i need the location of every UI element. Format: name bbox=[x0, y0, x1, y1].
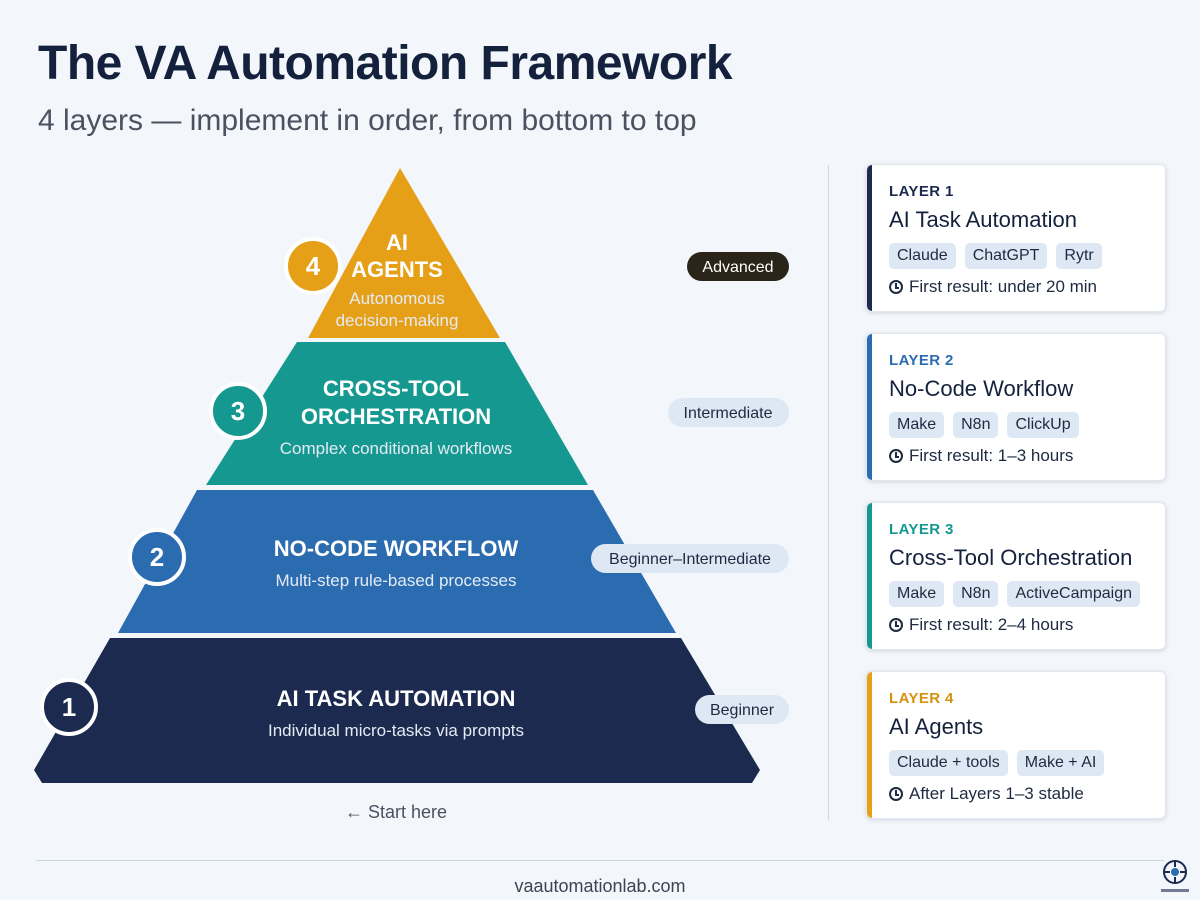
page-title: The VA Automation Framework bbox=[38, 37, 733, 90]
clock-icon bbox=[889, 280, 903, 294]
layer-3-card: LAYER 3 Cross-Tool Orchestration Make N8… bbox=[866, 502, 1166, 650]
tool-chip: Rytr bbox=[1056, 243, 1102, 269]
tool-chips: Make N8n ActiveCampaign bbox=[889, 581, 1140, 607]
tool-chip: N8n bbox=[953, 581, 999, 607]
card-time-text: First result: 1–3 hours bbox=[909, 446, 1074, 465]
tool-chips: Claude ChatGPT Rytr bbox=[889, 243, 1102, 269]
tool-chip: Claude + tools bbox=[889, 750, 1008, 776]
layer-1-description: Individual micro-tasks via prompts bbox=[268, 721, 524, 740]
card-title: Cross-Tool Orchestration bbox=[889, 545, 1133, 570]
layer-4-number: 4 bbox=[306, 251, 321, 281]
card-time-text: First result: 2–4 hours bbox=[909, 615, 1074, 634]
layer-4-title-line2: AGENTS bbox=[351, 257, 443, 282]
card-time-text: First result: under 20 min bbox=[909, 277, 1098, 296]
card-title: AI Agents bbox=[889, 714, 984, 739]
layer-4-description-line1: Autonomous bbox=[349, 289, 444, 308]
card-time: First result: 1–3 hours bbox=[889, 446, 1073, 466]
layer-3-title-line1: CROSS-TOOL bbox=[323, 376, 469, 401]
layer-3-number: 3 bbox=[231, 396, 245, 426]
level-badge-beginner: Beginner bbox=[695, 695, 789, 724]
card-title: No-Code Workflow bbox=[889, 376, 1074, 401]
layer-2-title: NO-CODE WORKFLOW bbox=[274, 536, 519, 561]
layer-1-title: AI TASK AUTOMATION bbox=[277, 686, 516, 711]
layer-3-number-badge: 3 bbox=[209, 382, 267, 440]
clock-icon bbox=[889, 787, 903, 801]
card-accent-bar bbox=[867, 672, 872, 818]
level-badge-intermediate: Intermediate bbox=[668, 398, 789, 427]
tool-chip: N8n bbox=[953, 412, 999, 438]
card-layer-label: LAYER 2 bbox=[889, 352, 954, 369]
level-label-advanced: Advanced bbox=[702, 259, 773, 276]
tool-chip: Make + AI bbox=[1016, 750, 1105, 776]
level-label-beginner: Beginner bbox=[710, 702, 775, 719]
layer-1-number-badge: 1 bbox=[40, 678, 98, 736]
footer-divider bbox=[36, 860, 1164, 861]
tool-chips: Make N8n ClickUp bbox=[889, 412, 1079, 438]
page-subtitle: 4 layers — implement in order, from bott… bbox=[38, 104, 697, 137]
layer-2-description: Multi-step rule-based processes bbox=[276, 571, 517, 590]
tool-chip: ActiveCampaign bbox=[1007, 581, 1140, 607]
card-time: After Layers 1–3 stable bbox=[889, 784, 1084, 804]
start-here-hint: ← Start here bbox=[345, 802, 447, 822]
layer-1-card: LAYER 1 AI Task Automation Claude ChatGP… bbox=[866, 164, 1166, 312]
layer-1-number: 1 bbox=[62, 692, 76, 722]
card-accent-bar bbox=[867, 165, 872, 311]
layer-3-title-line2: ORCHESTRATION bbox=[301, 404, 491, 429]
clock-icon bbox=[889, 449, 903, 463]
layer-4-description-line2: decision-making bbox=[336, 311, 459, 330]
level-badge-beginner-intermediate: Beginner–Intermediate bbox=[591, 544, 789, 573]
tool-chip: Make bbox=[889, 412, 945, 438]
tool-chip: ClickUp bbox=[1007, 412, 1079, 438]
card-layer-label: LAYER 1 bbox=[889, 183, 954, 200]
layer-4-title-line1: AI bbox=[386, 230, 408, 255]
card-time: First result: 2–4 hours bbox=[889, 615, 1073, 635]
card-layer-label: LAYER 3 bbox=[889, 521, 954, 538]
pyramid-layer-3 bbox=[206, 342, 588, 485]
card-time: First result: under 20 min bbox=[889, 277, 1097, 297]
level-label-intermediate: Intermediate bbox=[684, 405, 773, 422]
footer-site-url: vaautomationlab.com bbox=[514, 876, 686, 896]
pyramid-layer-1 bbox=[34, 638, 760, 783]
card-time-text: After Layers 1–3 stable bbox=[909, 784, 1084, 803]
card-layer-label: LAYER 4 bbox=[889, 690, 954, 707]
card-accent-bar bbox=[867, 334, 872, 480]
pyramid-layer-4 bbox=[308, 168, 500, 338]
tool-chip: ChatGPT bbox=[964, 243, 1048, 269]
layer-3-description: Complex conditional workflows bbox=[280, 439, 512, 458]
level-badge-advanced: Advanced bbox=[687, 252, 789, 281]
layer-2-number-badge: 2 bbox=[128, 528, 186, 586]
card-title: AI Task Automation bbox=[889, 207, 1077, 232]
brand-logo-icon bbox=[1161, 860, 1189, 892]
tool-chip: Make bbox=[889, 581, 945, 607]
pyramid-diagram: AI AGENTS Autonomous decision-making CRO… bbox=[34, 168, 789, 822]
pyramid-layer-2 bbox=[118, 490, 676, 633]
divider-line bbox=[828, 165, 829, 820]
card-accent-bar bbox=[867, 503, 872, 649]
tool-chips: Claude + tools Make + AI bbox=[889, 750, 1105, 776]
layer-2-card: LAYER 2 No-Code Workflow Make N8n ClickU… bbox=[866, 333, 1166, 481]
clock-icon bbox=[889, 618, 903, 632]
tool-chip: Claude bbox=[889, 243, 956, 269]
layer-2-number: 2 bbox=[150, 542, 164, 572]
layer-4-number-badge: 4 bbox=[284, 237, 342, 295]
layer-4-card: LAYER 4 AI Agents Claude + tools Make + … bbox=[866, 671, 1166, 819]
level-label-beginner-intermediate: Beginner–Intermediate bbox=[609, 551, 771, 568]
